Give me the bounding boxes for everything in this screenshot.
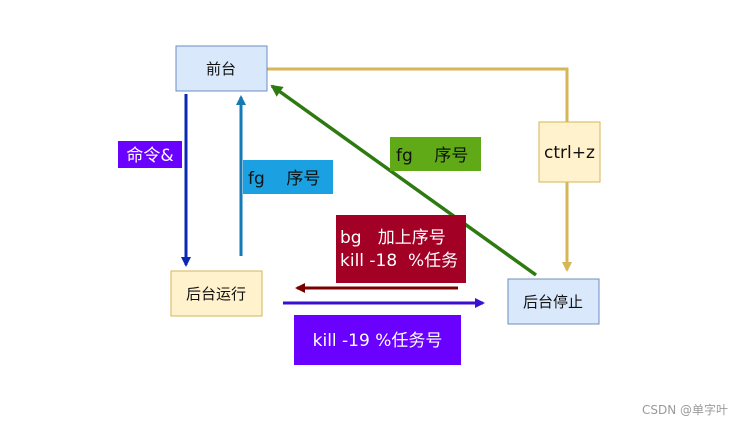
state-background-running: 后台运行 <box>170 270 263 317</box>
label-kill19: kill -19 %任务号 <box>294 315 461 365</box>
edge-foreground-to-bg-stopped <box>267 67 572 272</box>
label-bg-kill18-line1: bg 加上序号 <box>340 228 446 248</box>
label-fg-seq-green-text: fg 序号 <box>396 146 468 166</box>
state-foreground: 前台 <box>175 45 268 92</box>
label-kill19-text: kill -19 %任务号 <box>313 331 443 351</box>
label-bg-kill18-line2: kill -18 %任务 <box>340 251 458 271</box>
label-ctrl-z: ctrl+z <box>538 121 601 183</box>
state-background-stopped: 后台停止 <box>507 278 600 325</box>
label-bg-kill18: bg 加上序号 kill -18 %任务 <box>336 215 466 283</box>
label-fg-seq: fg 序号 <box>243 160 333 194</box>
edge-bg-stopped-to-foreground <box>270 84 538 277</box>
label-fg-seq-green: fg 序号 <box>390 137 481 171</box>
state-foreground-label: 前台 <box>206 60 236 78</box>
label-fg-seq-text: fg 序号 <box>248 169 320 189</box>
watermark: CSDN @单字叶 <box>642 402 728 417</box>
label-cmd-ampersand-text: 命令& <box>126 146 173 166</box>
label-ctrl-z-text: ctrl+z <box>544 143 595 163</box>
state-background-stopped-label: 后台停止 <box>523 293 583 311</box>
label-cmd-ampersand: 命令& <box>118 141 182 168</box>
state-background-running-label: 后台运行 <box>186 285 246 303</box>
